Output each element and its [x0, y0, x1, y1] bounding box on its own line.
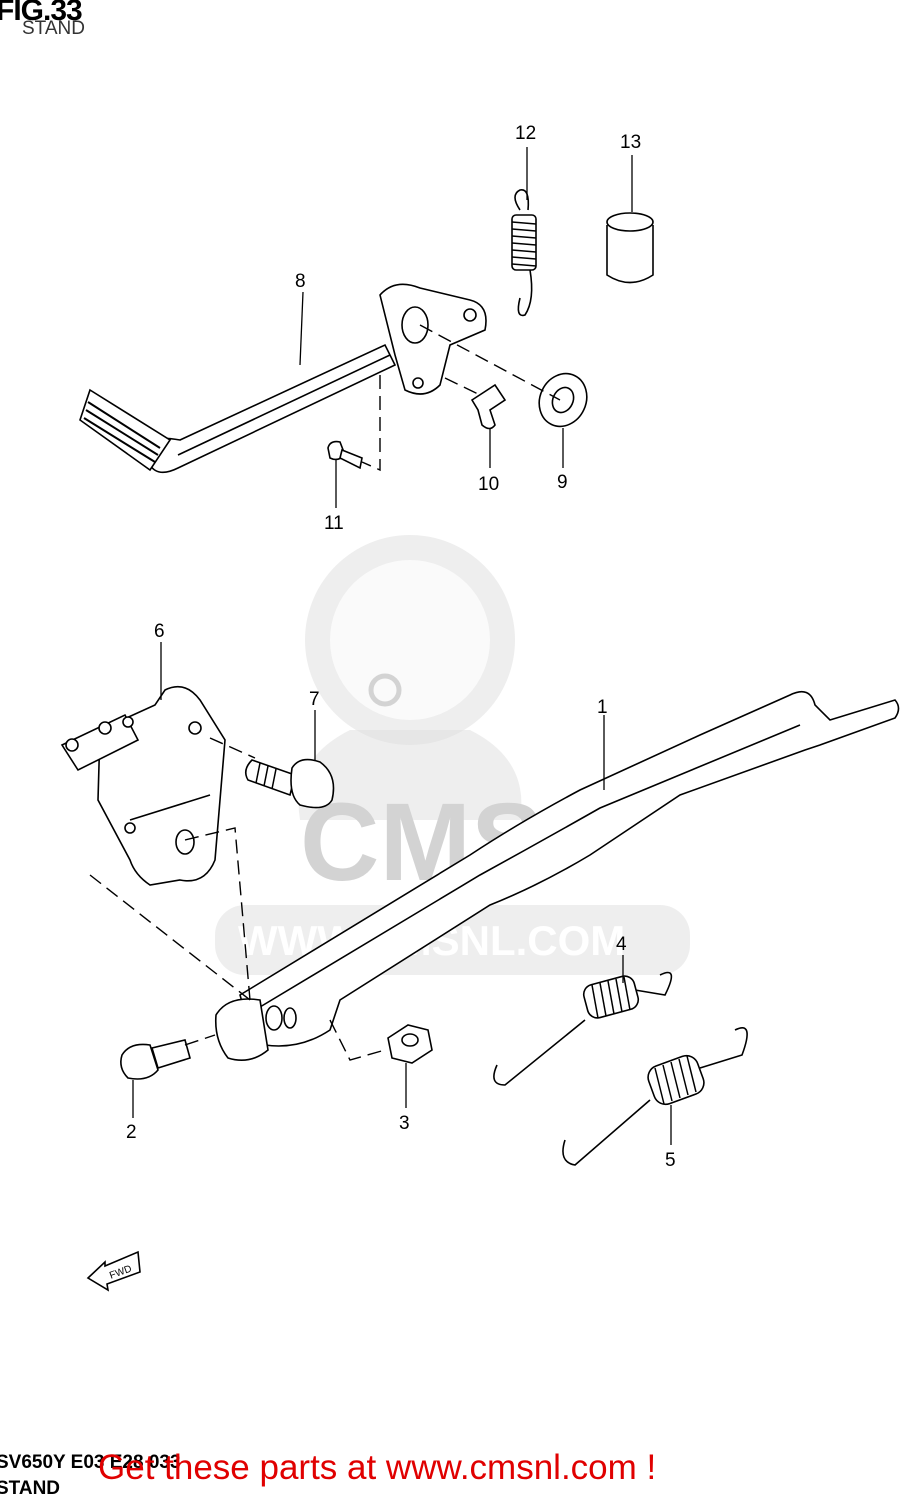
part-11-bolt [327, 440, 363, 470]
part-10-pin [470, 383, 507, 430]
callout-1: 1 [597, 697, 608, 718]
part-7-bolt [244, 758, 335, 809]
part-12-spring [511, 189, 537, 317]
callout-4: 4 [616, 934, 627, 955]
callout-2: 2 [126, 1122, 137, 1143]
part-6-bracket [60, 685, 226, 886]
callout-labels: 1 2 3 4 5 6 7 8 9 10 11 12 13 [126, 123, 676, 1171]
promo-link-text[interactable]: Get these parts at www.cmsnl.com ! [98, 1448, 657, 1487]
callout-13: 13 [620, 132, 641, 153]
figure-title: FIG.33 [0, 0, 83, 27]
part-5-spring [562, 1027, 748, 1166]
callout-8: 8 [295, 271, 306, 292]
leader-lines [132, 147, 672, 1145]
callout-12: 12 [515, 123, 536, 144]
part-2-pivot-bolt [120, 1039, 191, 1080]
part-1-side-stand [214, 690, 900, 1061]
footer-title: STAND [0, 1478, 61, 1499]
callout-10: 10 [478, 474, 499, 495]
assembly-dashed-lines [89, 324, 561, 1061]
callout-3: 3 [399, 1113, 410, 1134]
callout-5: 5 [665, 1150, 676, 1171]
parts-diagram: CMS WWW.CMSNL.COM [60, 123, 900, 1292]
part-13-collar [606, 212, 654, 284]
part-8-stand-lever [79, 283, 487, 474]
part-3-nut [387, 1024, 433, 1064]
forward-arrow: FWD [86, 1250, 141, 1292]
model-code: SV650Y E03 E28 033 [0, 1452, 181, 1473]
callout-11: 11 [324, 513, 344, 534]
figure-subtitle: STAND [22, 18, 85, 39]
callout-7: 7 [309, 689, 320, 710]
part-4-spring [493, 971, 673, 1086]
part-9-washer [538, 372, 588, 428]
callout-6: 6 [154, 621, 165, 642]
callout-9: 9 [557, 472, 568, 493]
